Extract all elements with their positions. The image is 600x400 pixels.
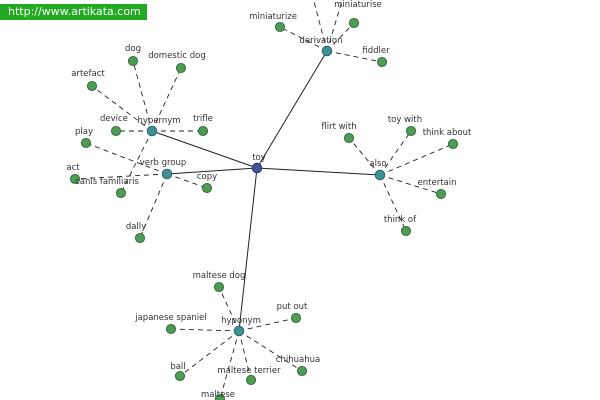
- leaf-label-trifle: trifle: [193, 114, 213, 124]
- edge-hyponym-put-out: [238, 317, 297, 332]
- leaf-label-japanese-spaniel: japanese spaniel: [134, 313, 207, 323]
- relation-node-hyponym[interactable]: [233, 325, 245, 337]
- leaf-label-think-of: think of: [384, 215, 417, 225]
- leaf-label-device: device: [100, 114, 128, 124]
- relation-label-verb-group: verb group: [140, 158, 187, 168]
- site-url-badge[interactable]: http://www.artikata.com: [0, 4, 147, 20]
- edge-verb-group-copy: [166, 173, 208, 189]
- edge-toy-derivation: [256, 50, 328, 169]
- edge-hypernym-canis-familiaris: [120, 130, 153, 194]
- leaf-node-trifle[interactable]: [197, 125, 209, 137]
- leaf-label-play: play: [75, 127, 93, 137]
- graph-labels: miniaturize miniaturise fiddler flirt with t…: [66, 0, 472, 400]
- leaf-label-dally: dally: [126, 222, 146, 232]
- leaf-label-toy-with: toy with: [388, 115, 422, 125]
- edge-hypernym-artefact: [91, 85, 153, 132]
- leaf-label-fiddler: fiddler: [362, 46, 390, 56]
- relation-node-derivation[interactable]: [321, 45, 333, 57]
- edge-hyponym-maltese-dog: [218, 286, 240, 332]
- leaf-label-ball: ball: [170, 362, 185, 372]
- relation-label-hyponym: hyponym: [221, 316, 261, 326]
- leaf-node-ball[interactable]: [174, 370, 186, 382]
- leaf-label-miniaturize: miniaturize: [249, 12, 297, 22]
- leaf-label-dog: dog: [125, 44, 141, 54]
- leaf-node-act[interactable]: [69, 173, 81, 185]
- edge-verb-group-dally: [139, 173, 168, 239]
- edge-derivation-fiddler: [326, 50, 383, 63]
- edge-hypernym-dog: [132, 60, 153, 132]
- edge-toy-hypernym: [151, 130, 258, 169]
- leaf-node-maltese-dog[interactable]: [213, 281, 225, 293]
- edge-hyponym-chihuahua: [238, 330, 303, 372]
- leaf-label-miniaturise: miniaturise: [334, 0, 382, 10]
- leaf-node-canis-familiaris[interactable]: [115, 187, 127, 199]
- edge-also-think-about: [379, 143, 454, 176]
- edge-also-entertain: [379, 174, 442, 195]
- leaf-node-toy-with[interactable]: [405, 125, 417, 137]
- edge-verb-group-act: [74, 173, 168, 180]
- relation-node-hypernym[interactable]: [146, 125, 158, 137]
- leaf-node-dally[interactable]: [134, 232, 146, 244]
- leaf-label-maltese-terrier: maltese terrier: [217, 366, 281, 376]
- edge-hyponym-ball: [179, 330, 240, 377]
- leaf-node-device[interactable]: [110, 125, 122, 137]
- relation-label-derivation: derivation: [299, 36, 342, 46]
- leaf-label-chihuahua: chihuahua: [276, 355, 320, 365]
- leaf-node-play[interactable]: [80, 137, 92, 149]
- leaf-label-copy: copy: [197, 172, 217, 182]
- leaf-node-artefact[interactable]: [86, 80, 98, 92]
- edge-toy-verb-group: [166, 167, 258, 175]
- edge-derivation-miniaturise: [326, 22, 355, 52]
- leaf-node-dog[interactable]: [127, 55, 139, 67]
- leaf-label-artefact: artefact: [71, 69, 105, 79]
- leaf-label-act: act: [66, 163, 80, 173]
- edge-verb-group-play: [85, 142, 168, 175]
- leaf-node-entertain[interactable]: [435, 188, 447, 200]
- leaf-node-think-of[interactable]: [400, 225, 412, 237]
- relation-label-also: also: [369, 159, 386, 169]
- leaf-label-think-about: think about: [423, 128, 472, 138]
- leaf-node-chihuahua[interactable]: [296, 365, 308, 377]
- leaf-node-miniaturize[interactable]: [274, 21, 286, 33]
- leaf-node-maltese[interactable]: [214, 393, 226, 400]
- leaf-label-canis-familiaris: canis familiaris: [75, 177, 139, 187]
- leaf-node-domestic-dog[interactable]: [175, 62, 187, 74]
- leaf-node-flirt-with[interactable]: [343, 132, 355, 144]
- edge-also-flirt-with: [348, 137, 381, 176]
- leaf-label-maltese: maltese: [201, 390, 235, 400]
- relation-label-hypernym: hypernym: [137, 116, 180, 126]
- edge-derivation-derivation-extra-2: [326, 0, 343, 52]
- edge-hyponym-japanese-spaniel: [170, 328, 240, 332]
- leaf-node-japanese-spaniel[interactable]: [165, 323, 177, 335]
- edge-derivation-derivation-extra-1: [313, 0, 328, 52]
- edge-toy-hyponym: [238, 167, 258, 332]
- leaf-label-domestic-dog: domestic dog: [148, 51, 206, 61]
- leaf-node-maltese-terrier[interactable]: [245, 374, 257, 386]
- leaf-label-entertain: entertain: [418, 178, 457, 188]
- leaf-node-copy[interactable]: [201, 182, 213, 194]
- leaf-node-fiddler[interactable]: [376, 56, 388, 68]
- graph-edges: [74, 0, 454, 400]
- leaf-node-think-about[interactable]: [447, 138, 459, 150]
- leaf-label-maltese-dog: maltese dog: [193, 271, 246, 281]
- edge-toy-also: [256, 167, 381, 176]
- root-label-toy: toy: [252, 153, 266, 163]
- root-node-toy[interactable]: [251, 162, 263, 174]
- edge-hyponym-maltese: [219, 330, 240, 400]
- relation-node-also[interactable]: [374, 169, 386, 181]
- leaf-node-miniaturise[interactable]: [348, 17, 360, 29]
- edge-also-think-of: [379, 174, 407, 232]
- edge-hypernym-domestic-dog: [151, 67, 182, 132]
- leaf-node-put-out[interactable]: [290, 312, 302, 324]
- graph-nodes: [69, 17, 459, 400]
- leaf-label-flirt-with: flirt with: [321, 122, 356, 132]
- leaf-label-put-out: put out: [277, 302, 308, 312]
- relation-node-verb-group[interactable]: [161, 168, 173, 180]
